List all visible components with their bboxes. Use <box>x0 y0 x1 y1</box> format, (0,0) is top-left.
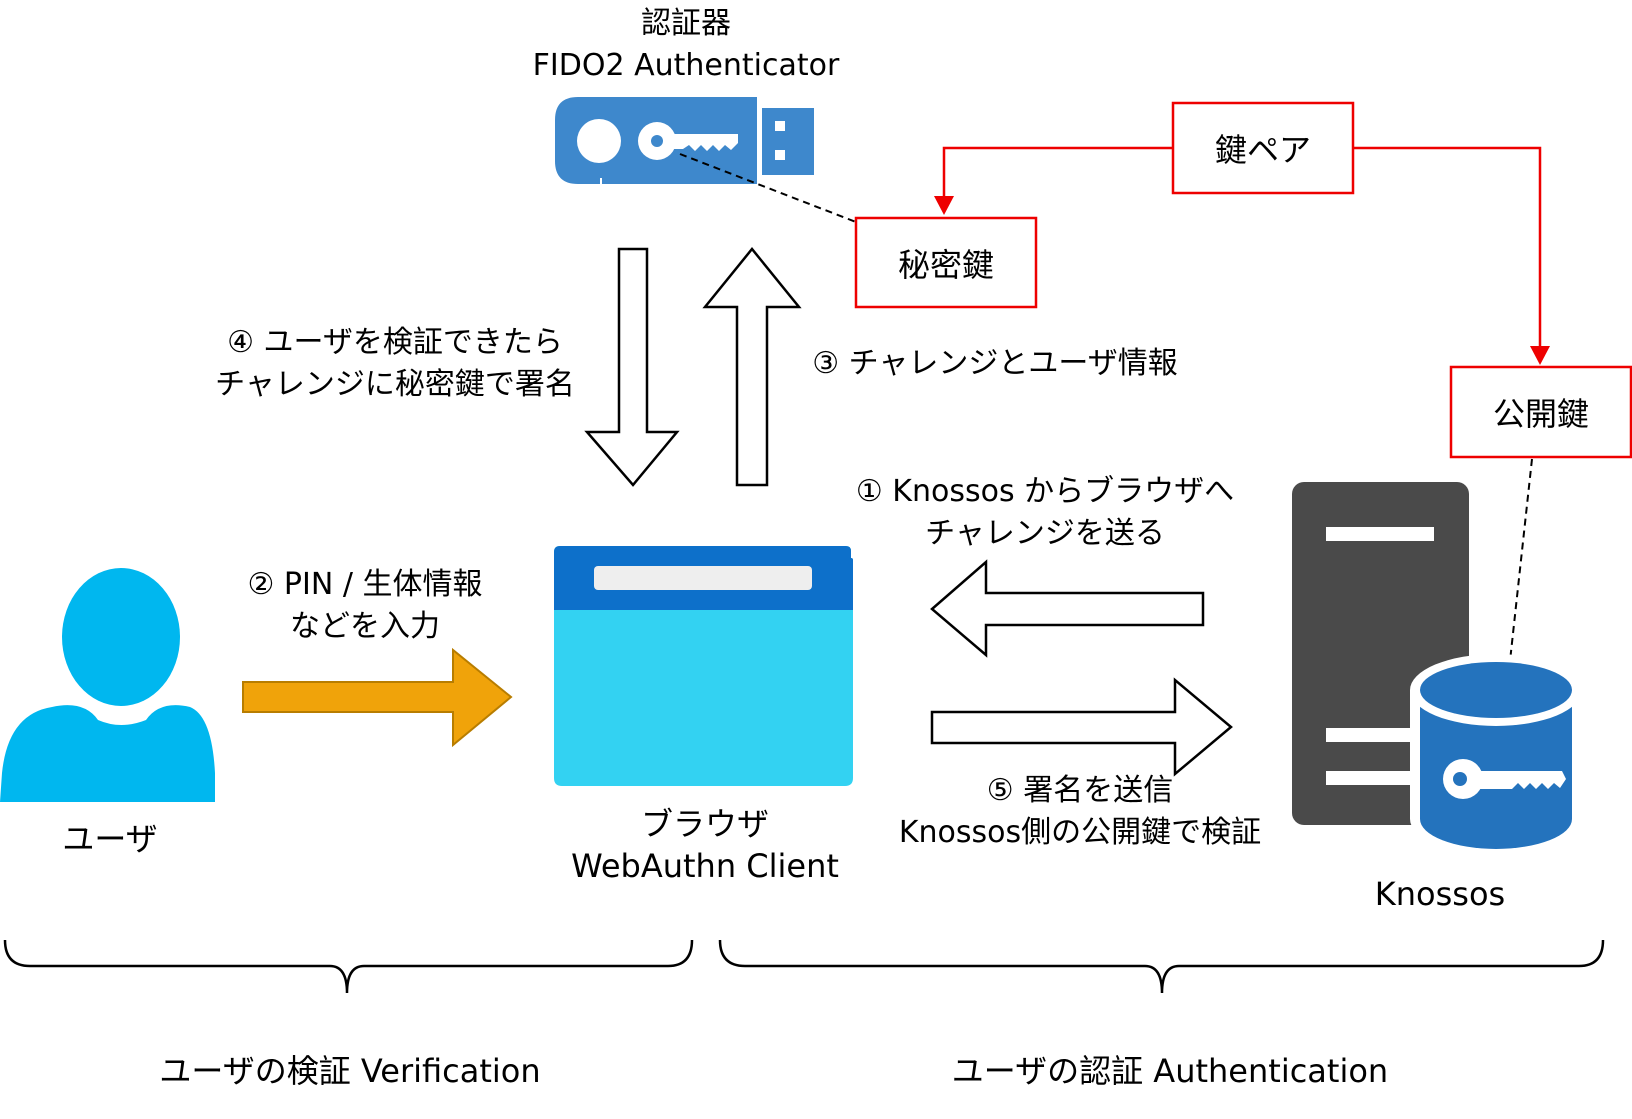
verification-section-label: ユーザの検証 Verification <box>159 1052 541 1090</box>
step3-label: ③ チャレンジとユーザ情報 <box>780 343 1210 385</box>
step3-line1: ③ チャレンジとユーザ情報 <box>812 346 1178 381</box>
step2-line1: ② PIN / 生体情報 <box>247 567 483 602</box>
authentication-brace <box>718 939 1605 994</box>
authenticator-subtitle: FIDO2 Authenticator <box>532 48 840 83</box>
private-key-arrowhead <box>934 196 954 215</box>
authenticator-title: 認証器 <box>641 6 731 41</box>
authentication-section-label: ユーザの認証 Authentication <box>951 1052 1389 1090</box>
down-arrow-step4 <box>584 247 680 487</box>
authenticator-label: 認証器 FIDO2 Authenticator <box>486 3 886 87</box>
key-pair-label: 鍵ペア <box>1214 131 1311 169</box>
step5-line2: Knossos側の公開鍵で検証 <box>898 815 1262 850</box>
usb-key-icon <box>555 97 814 186</box>
browser-title: ブラウザ <box>640 805 769 843</box>
step4-line1: ④ ユーザを検証できたら <box>227 325 563 360</box>
user-icon <box>0 568 215 802</box>
verification-brace <box>3 939 694 994</box>
database-key-icon <box>1410 654 1582 855</box>
authenticator-private-key-link <box>679 153 857 223</box>
public-key-box <box>1449 365 1632 459</box>
step1-label: ① Knossos からブラウザへ チャレンジを送る <box>830 471 1260 555</box>
browser-address-bar <box>594 566 812 590</box>
user-label: ユーザ <box>62 820 158 858</box>
orange-arrow-step2 <box>242 647 513 748</box>
browser-window-icon <box>554 546 853 786</box>
step4-label: ④ ユーザを検証できたら チャレンジに秘密鍵で署名 <box>170 322 620 406</box>
public-key-label: 公開鍵 <box>1492 395 1589 433</box>
step2-label: ② PIN / 生体情報 などを入力 <box>210 564 520 648</box>
step5-label: ⑤ 署名を送信 Knossos側の公開鍵で検証 <box>860 770 1300 854</box>
key-pair-box <box>1171 101 1355 195</box>
left-arrow-step1 <box>930 559 1205 658</box>
browser-subtitle: WebAuthn Client <box>571 847 839 885</box>
browser-label: ブラウザ WebAuthn Client <box>530 803 880 887</box>
step2-line2: などを入力 <box>290 609 440 644</box>
step1-line2: チャレンジを送る <box>925 516 1165 551</box>
step5-line1: ⑤ 署名を送信 <box>986 773 1174 808</box>
key-pair-to-private-connector <box>942 146 1173 199</box>
key-pair-to-public-connector <box>1353 146 1542 350</box>
server-label: Knossos <box>1374 875 1506 913</box>
private-key-box <box>854 216 1038 309</box>
private-key-label: 秘密鍵 <box>897 245 994 284</box>
up-arrow-step3 <box>702 247 802 487</box>
right-arrow-step5 <box>930 677 1233 777</box>
step1-line1: ① Knossos からブラウザへ <box>855 474 1235 509</box>
public-key-arrowhead <box>1530 346 1550 365</box>
step4-line2: チャレンジに秘密鍵で署名 <box>215 367 575 402</box>
